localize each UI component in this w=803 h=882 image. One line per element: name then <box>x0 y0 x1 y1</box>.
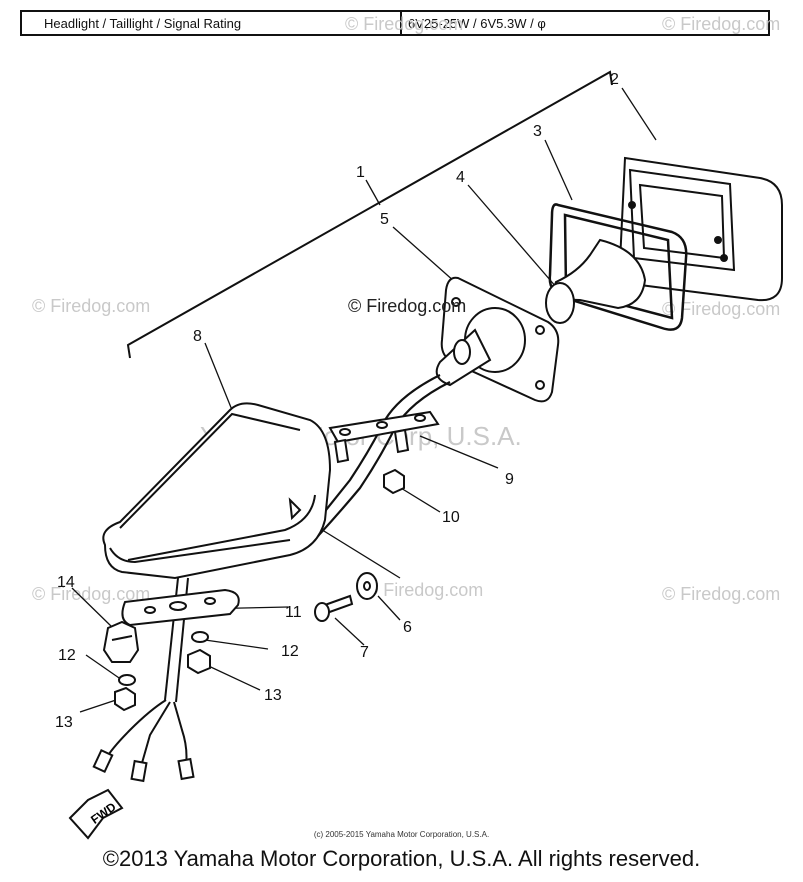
callout-14: 14 <box>57 574 75 591</box>
callout-4: 4 <box>456 169 465 186</box>
spec-label: Headlight / Taillight / Signal Rating <box>22 12 402 34</box>
watermark-center: © Firedog.com <box>348 296 466 316</box>
callout-13a: 13 <box>264 687 282 704</box>
watermark-lower-mid: © Firedog.com <box>365 580 483 600</box>
part-11-plate <box>121 588 240 627</box>
small-credit: (c) 2005-2015 Yamaha Motor Corporation, … <box>313 830 490 839</box>
watermark-lower-left: © Firedog.com <box>32 584 150 604</box>
watermark-top-right: © Firedog.com <box>662 14 780 34</box>
callout-7: 7 <box>360 644 369 661</box>
spec-table: Headlight / Taillight / Signal Rating 6V… <box>20 10 770 36</box>
callout-5: 5 <box>380 211 389 228</box>
part-9-bracket <box>328 410 440 464</box>
callout-13b: 13 <box>55 714 73 731</box>
callout-9: 9 <box>505 471 514 488</box>
part-4-socket-boot <box>545 238 647 324</box>
part-7-screw <box>314 594 354 622</box>
callout-11: 11 <box>285 604 302 621</box>
callout-6: 6 <box>403 619 412 636</box>
callout-labels: 1 2 3 4 5 6 7 8 9 10 11 12 12 13 13 14 <box>55 71 619 731</box>
assembly-bracket-line <box>126 70 613 359</box>
callout-10: 10 <box>442 509 460 526</box>
callout-8: 8 <box>193 328 202 345</box>
part-14-clip <box>102 620 140 663</box>
watermark-left: © Firedog.com <box>32 296 150 316</box>
wire-harness-upper <box>309 374 451 537</box>
callout-12b: 12 <box>58 647 76 664</box>
callout-2: 2 <box>610 71 619 88</box>
part-6-washer <box>356 572 378 600</box>
part-5-base-plate <box>435 276 560 403</box>
watermark-top-mid: © Firedog.com <box>345 14 463 34</box>
part-12-washers <box>118 631 209 686</box>
part-3-gasket <box>548 203 688 331</box>
part-10-nut <box>383 468 405 495</box>
callout-1: 1 <box>356 164 365 181</box>
part-13-nuts <box>114 648 211 712</box>
wire-connectors <box>92 748 195 783</box>
copyright-notice: ©2013 Yamaha Motor Corporation, U.S.A. A… <box>102 846 701 871</box>
callout-12a: 12 <box>281 643 299 660</box>
callout-3: 3 <box>533 123 542 140</box>
watermark-lower-right: © Firedog.com <box>662 584 780 604</box>
part-8-lens-housing <box>102 402 332 580</box>
watermark-right: © Firedog.com <box>662 299 780 319</box>
spec-value: 6V25-25W / 6V5.3W / φ <box>408 15 546 31</box>
